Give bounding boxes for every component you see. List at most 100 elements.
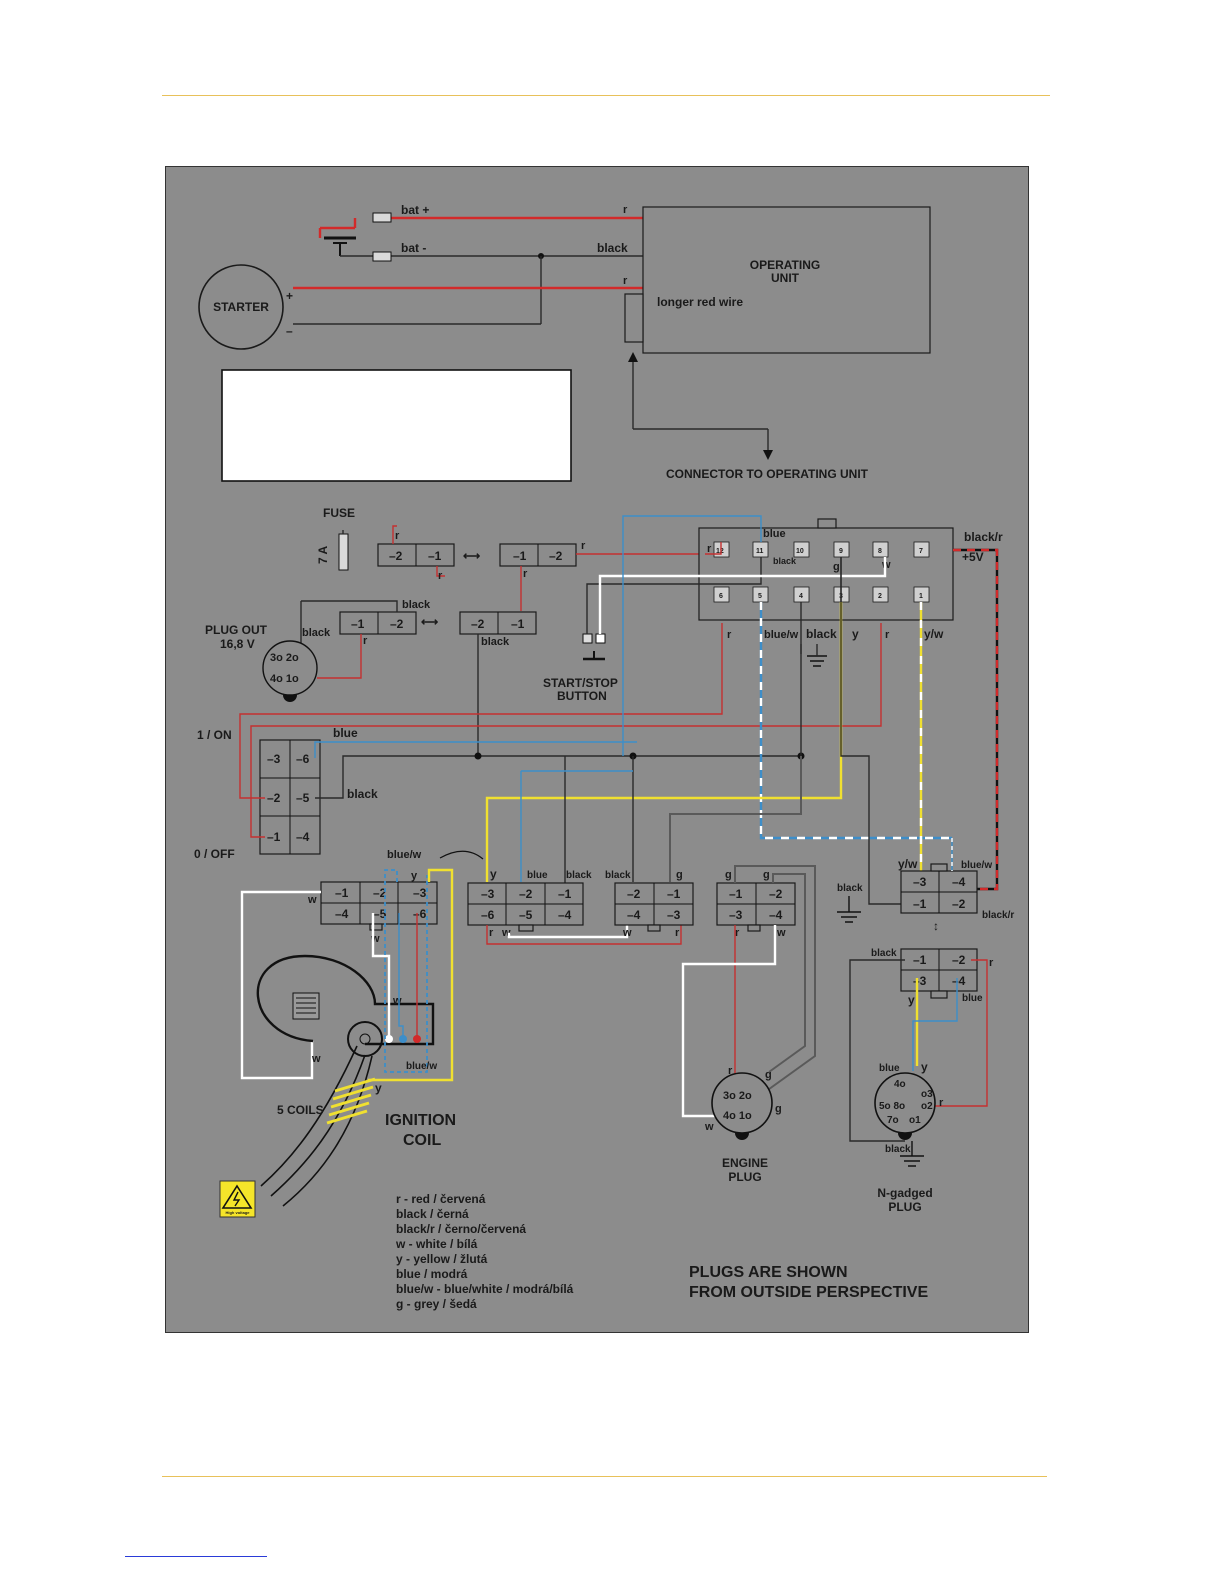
- battery-fuse-neg: [372, 251, 392, 262]
- wire-label-black: black: [605, 870, 631, 881]
- svg-text:3o 2o: 3o 2o: [270, 652, 299, 664]
- legend-item: r - red / červená: [396, 1192, 486, 1206]
- unit-connector-block: 12 11 10 9 8 7 6 5 4 3 2 1 r blue black …: [698, 518, 1003, 641]
- wire-label-y: y: [908, 993, 915, 1007]
- connector-to-unit-label: CONNECTOR TO OPERATING UNIT: [666, 467, 869, 481]
- svg-text:6: 6: [719, 593, 723, 600]
- connector-wires: [485, 515, 999, 905]
- svg-text:8: 8: [878, 548, 882, 555]
- ngadged-plug-label-2: PLUG: [888, 1200, 921, 1214]
- start-stop-label-2: BUTTON: [557, 689, 607, 703]
- svg-text:–2: –2: [390, 617, 404, 631]
- wire-label-black: black: [597, 241, 628, 255]
- wire-label-blue-w: blue/w: [764, 629, 799, 641]
- svg-text:–2: –2: [471, 617, 485, 631]
- fuse-rating: 7 A: [316, 545, 330, 564]
- svg-text:–1: –1: [335, 886, 349, 900]
- svg-text:r: r: [735, 927, 740, 939]
- battery-fuse-pos: [372, 212, 392, 223]
- middle-connector-a: –3–2–1 –6–5–4 y blue black r w: [467, 867, 682, 945]
- ngadged-plug-label-1: N-gadged: [877, 1186, 932, 1200]
- svg-text:–2: –2: [627, 887, 641, 901]
- svg-text:4o: 4o: [894, 1079, 906, 1090]
- svg-text:↕: ↕: [933, 919, 939, 933]
- legend-item: blue/w - blue/white / modrá/bílá: [396, 1282, 574, 1296]
- svg-text:–6: –6: [481, 908, 495, 922]
- longer-red-wire-note: longer red wire: [657, 295, 743, 309]
- wire-label-y-w: y/w: [924, 627, 944, 641]
- wire-label-black: black: [566, 870, 592, 881]
- svg-text:–2: –2: [389, 549, 403, 563]
- svg-text:–4: –4: [627, 908, 641, 922]
- svg-text:–2: –2: [267, 791, 281, 805]
- svg-text:o2: o2: [921, 1101, 933, 1112]
- svg-text:r: r: [395, 530, 400, 542]
- svg-text:–2: –2: [549, 549, 563, 563]
- wire-label-black: black: [302, 627, 331, 639]
- wire-label-r: r: [623, 204, 628, 216]
- svg-text:r: r: [489, 927, 494, 939]
- coils-label: 5 COILS: [277, 1103, 324, 1117]
- svg-text:g: g: [676, 869, 683, 881]
- wire-label-black: black: [837, 883, 863, 894]
- plug-out-label-2: 16,8 V: [220, 637, 255, 651]
- svg-text:–3: –3: [729, 908, 743, 922]
- svg-text:–4: –4: [952, 875, 966, 889]
- svg-text:1: 1: [919, 593, 923, 600]
- ngadged-plug: 4o o3 5o 8o o2 7o o1 blue y r black N-ga…: [874, 1060, 944, 1214]
- svg-text:w: w: [307, 894, 317, 906]
- wire-label-black: black: [871, 948, 897, 959]
- svg-text:g: g: [725, 869, 732, 881]
- svg-text:r: r: [989, 957, 994, 969]
- starter-plus: +: [286, 289, 293, 303]
- svg-text:–1: –1: [729, 887, 743, 901]
- svg-text:w: w: [776, 927, 786, 939]
- wire-label-y: y: [852, 627, 859, 641]
- wire-label-y-w: y/w: [898, 857, 918, 871]
- svg-text:9: 9: [839, 548, 843, 555]
- operating-unit: OPERATING UNIT longer red wire CONNECTOR…: [624, 206, 931, 481]
- svg-text:w: w: [392, 995, 402, 1007]
- svg-text:r: r: [523, 568, 528, 580]
- perspective-note-1: PLUGS ARE SHOWN: [689, 1264, 848, 1281]
- legend-item: g - grey / šedá: [396, 1297, 477, 1311]
- blank-label-box: [221, 369, 572, 482]
- svg-text:–2: –2: [952, 897, 966, 911]
- svg-text:–1: –1: [558, 887, 572, 901]
- ignition-coil: w blue/w w y 5 COILS IGNITION COIL: [240, 868, 456, 1207]
- svg-text:–1: –1: [351, 617, 365, 631]
- svg-text:black: black: [773, 556, 797, 566]
- svg-text:–4: –4: [558, 908, 572, 922]
- operating-unit-title-2: UNIT: [771, 271, 800, 285]
- wire-label-black: black: [347, 787, 378, 801]
- svg-text:3o 2o: 3o 2o: [723, 1090, 752, 1102]
- svg-text:g: g: [833, 561, 840, 573]
- ignition-switch: 1 / ON 0 / OFF –3–6 –2–5 –1–4 blue black: [194, 623, 882, 861]
- svg-text:–5: –5: [373, 907, 387, 921]
- wire-label-black: black: [481, 636, 510, 648]
- footer-rule: [162, 1476, 1047, 1477]
- svg-text:–3: –3: [481, 887, 495, 901]
- svg-text:–3: –3: [413, 886, 427, 900]
- bat-pos-label: bat +: [401, 203, 429, 217]
- header-rule: [162, 95, 1050, 96]
- svg-text:–1: –1: [267, 830, 281, 844]
- svg-text:g: g: [763, 869, 770, 881]
- engine-plug-label-2: PLUG: [728, 1170, 761, 1184]
- high-voltage-icon: High voltage: [219, 1180, 256, 1218]
- svg-text:–1: –1: [428, 549, 442, 563]
- svg-text:10: 10: [796, 548, 804, 555]
- footer-link-underline: [125, 1556, 267, 1557]
- legend-item: w - white / bílá: [395, 1237, 478, 1251]
- wire-label-blue: blue: [527, 870, 548, 881]
- fuse-section: FUSE 7 A –2 –1 r r ⟷ –1 –2 r r –1 –2 ⟷ –…: [300, 506, 705, 756]
- svg-text:5: 5: [758, 593, 762, 600]
- svg-text:w: w: [311, 1053, 321, 1065]
- svg-text:o1: o1: [909, 1115, 921, 1126]
- starter-label: STARTER: [213, 300, 269, 314]
- svg-text:r: r: [885, 629, 890, 641]
- starter-minus: –: [286, 324, 293, 338]
- wire-label-r: r: [623, 275, 628, 287]
- svg-text:4: 4: [799, 593, 803, 600]
- svg-text:–5: –5: [519, 908, 533, 922]
